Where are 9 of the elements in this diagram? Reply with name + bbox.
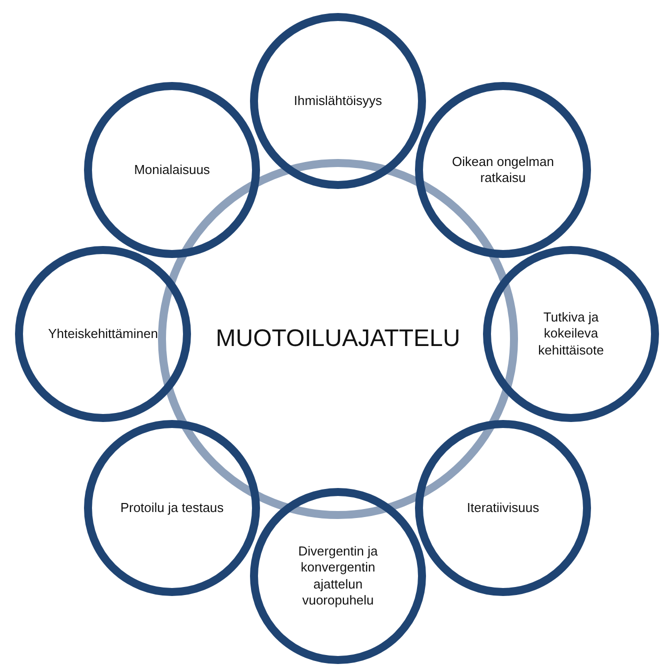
node-label: Ihmislähtöisyys [292, 92, 384, 110]
node-label: Divergentin ja konvergentin ajattelun vuoropuhelu [297, 544, 379, 608]
node-label: Monialaisuus [133, 162, 211, 178]
node-label: Protoilu ja testaus [119, 500, 225, 516]
node-label: Oikean ongelman ratkaisu [451, 154, 555, 186]
node-label: Yhteiskehittäminen [47, 326, 159, 342]
node-label: Iteratiivisuus [466, 500, 540, 516]
node-label: Tutkiva ja kokeileva kehittäisote [537, 310, 605, 358]
center-title: MUOTOILUAJATTELU [214, 324, 462, 354]
